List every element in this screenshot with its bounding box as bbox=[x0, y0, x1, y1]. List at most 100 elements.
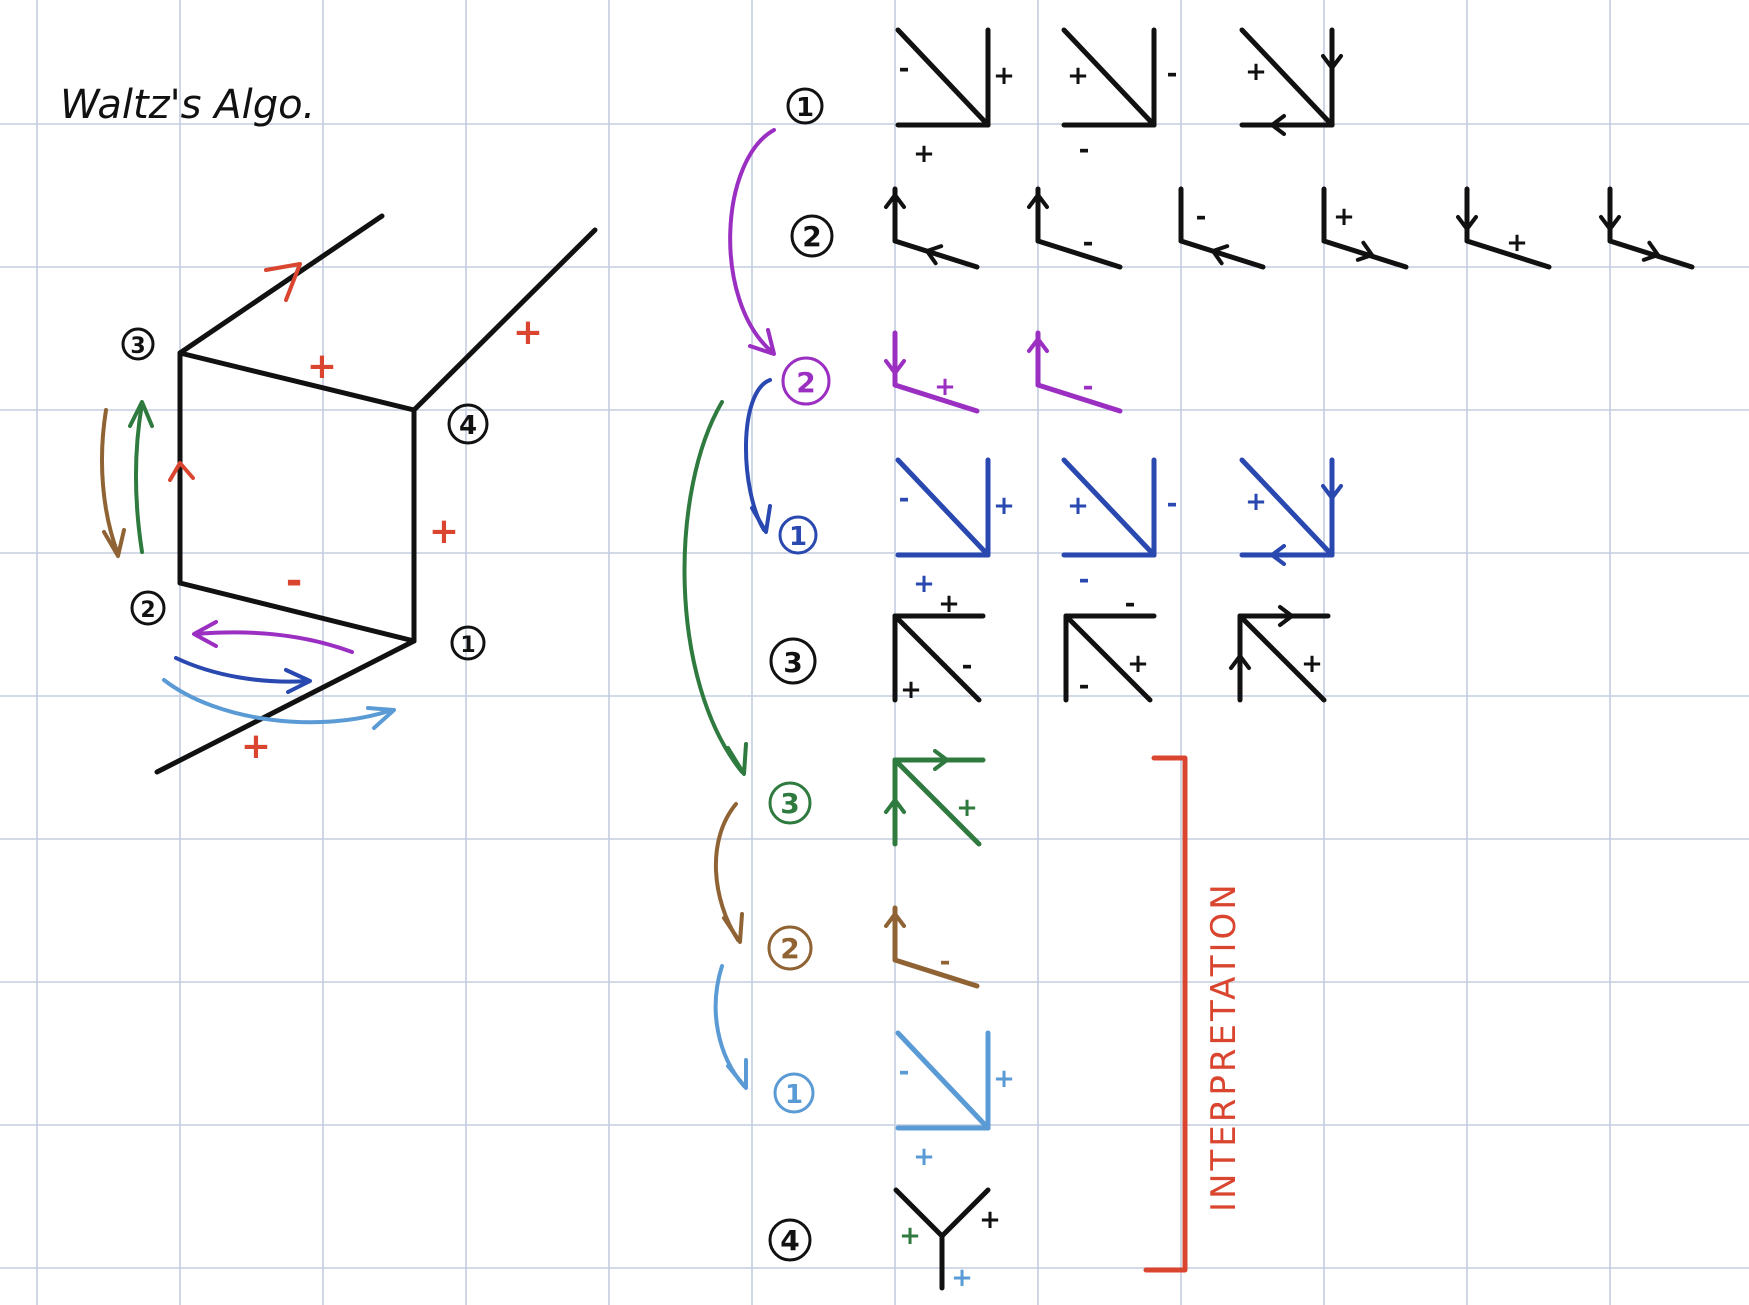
arrow-icon bbox=[102, 528, 126, 558]
corner-junction: + bbox=[1229, 605, 1331, 703]
l-junction: - bbox=[1178, 186, 1266, 270]
row-label: 1 bbox=[796, 93, 814, 123]
junction-line bbox=[892, 757, 982, 847]
l-junction: - bbox=[1027, 186, 1123, 270]
minus-mark: - bbox=[1079, 135, 1090, 165]
arrow-icon bbox=[1355, 240, 1374, 262]
vertex-label: 1 bbox=[460, 633, 475, 658]
row-propagation-arrows bbox=[682, 128, 776, 1090]
propagation-arrow bbox=[100, 408, 120, 556]
arrow-junction: - + + bbox=[895, 1030, 1015, 1172]
l-junction bbox=[1599, 186, 1695, 270]
arrow-icon bbox=[1278, 605, 1294, 627]
arrow-icon bbox=[884, 193, 906, 209]
junction-line bbox=[893, 1187, 945, 1239]
arrow-icon bbox=[726, 1058, 748, 1090]
plus-mark: + bbox=[951, 1263, 973, 1293]
arrow-icon bbox=[726, 742, 748, 776]
plus-mark: + bbox=[938, 589, 960, 619]
cube-edge bbox=[177, 213, 385, 356]
arrow-junction: + bbox=[1239, 27, 1343, 136]
edge-mark: + bbox=[513, 312, 543, 353]
row-label: 3 bbox=[783, 646, 802, 679]
junction-line bbox=[895, 457, 991, 558]
row-label-3: 2 bbox=[781, 356, 831, 406]
propagation-arrow bbox=[728, 128, 776, 354]
plus-mark: + bbox=[1333, 202, 1355, 232]
row-label-1: 1 bbox=[786, 87, 824, 125]
minus-mark: - bbox=[962, 651, 973, 681]
row-label: 3 bbox=[780, 787, 799, 820]
plus-mark: + bbox=[993, 1064, 1015, 1094]
l-junction bbox=[884, 186, 980, 270]
corner-junction: + bbox=[884, 749, 986, 847]
arrow-icon bbox=[884, 798, 906, 814]
junction-line bbox=[895, 27, 991, 128]
arrow-junction: -++ bbox=[895, 457, 1015, 599]
plus-mark: + bbox=[913, 1142, 935, 1172]
arrow-icon bbox=[884, 912, 906, 928]
edge-mark: + bbox=[307, 346, 337, 387]
junction-line bbox=[1035, 238, 1123, 270]
minus-mark: - bbox=[899, 484, 910, 514]
arrow-icon bbox=[192, 620, 218, 648]
arrow-icon bbox=[1321, 484, 1343, 500]
junction-line bbox=[892, 238, 980, 270]
plus-mark: + bbox=[1506, 228, 1528, 258]
propagation-arrow bbox=[162, 678, 394, 725]
row-label-4: 1 bbox=[778, 515, 818, 555]
plus-mark: + bbox=[1245, 57, 1267, 87]
arrow-icon bbox=[1027, 193, 1049, 209]
arrow-junction: + bbox=[1239, 457, 1343, 566]
vertex-label: 4 bbox=[459, 411, 477, 441]
edge-mark: - bbox=[286, 558, 303, 604]
arrow-icon bbox=[925, 244, 944, 266]
vertex-label: 3 bbox=[130, 334, 145, 359]
arrow-icon bbox=[1641, 240, 1660, 262]
cube-drawing bbox=[154, 213, 598, 775]
plus-mark: + bbox=[1245, 487, 1267, 517]
arrow-icon bbox=[1027, 337, 1049, 353]
arrow-icon bbox=[264, 262, 302, 302]
minus-mark: - bbox=[1083, 372, 1094, 402]
cube-edge bbox=[154, 638, 417, 775]
arrow-icon bbox=[1229, 654, 1251, 670]
plus-mark: + bbox=[1067, 61, 1089, 91]
propagation-arrow bbox=[682, 400, 744, 774]
vertex-circle bbox=[121, 327, 155, 361]
l-junction: + bbox=[1321, 186, 1409, 270]
corner-junction: -+- bbox=[1063, 589, 1157, 703]
interpretation-bracket bbox=[1143, 755, 1188, 1273]
cube-edge bbox=[411, 227, 598, 413]
arrow-icon bbox=[933, 749, 949, 771]
junction-line bbox=[892, 613, 982, 703]
page-title: Waltz's Algo. bbox=[60, 82, 315, 128]
cube-edge-marks: + + + - + bbox=[241, 312, 543, 767]
arrow-icon bbox=[1270, 544, 1286, 566]
row-label: 1 bbox=[789, 522, 807, 552]
row-label-8: 1 bbox=[773, 1072, 815, 1114]
junction-line bbox=[1464, 238, 1552, 270]
arrow-icon bbox=[1270, 114, 1286, 136]
minus-mark: - bbox=[899, 1057, 910, 1087]
cube-edge bbox=[177, 350, 417, 413]
row-label-7: 2 bbox=[767, 925, 813, 971]
plus-mark: + bbox=[1067, 491, 1089, 521]
l-junction: + bbox=[884, 330, 980, 414]
arrow-icon bbox=[168, 461, 195, 482]
junction-line bbox=[1063, 613, 1153, 703]
l-junction: + bbox=[1456, 186, 1552, 270]
arrow-junction: -++ bbox=[895, 27, 1015, 169]
plus-mark: + bbox=[913, 139, 935, 169]
cube-edge bbox=[177, 580, 417, 644]
arrow-icon bbox=[366, 706, 396, 730]
arrow-icon bbox=[722, 912, 744, 944]
minus-mark: - bbox=[1167, 489, 1178, 519]
junction-line bbox=[1061, 27, 1157, 128]
plus-mark: + bbox=[993, 491, 1015, 521]
edge-mark: + bbox=[241, 726, 271, 767]
vertex-circle bbox=[130, 590, 166, 626]
arrow-icon bbox=[128, 400, 154, 428]
